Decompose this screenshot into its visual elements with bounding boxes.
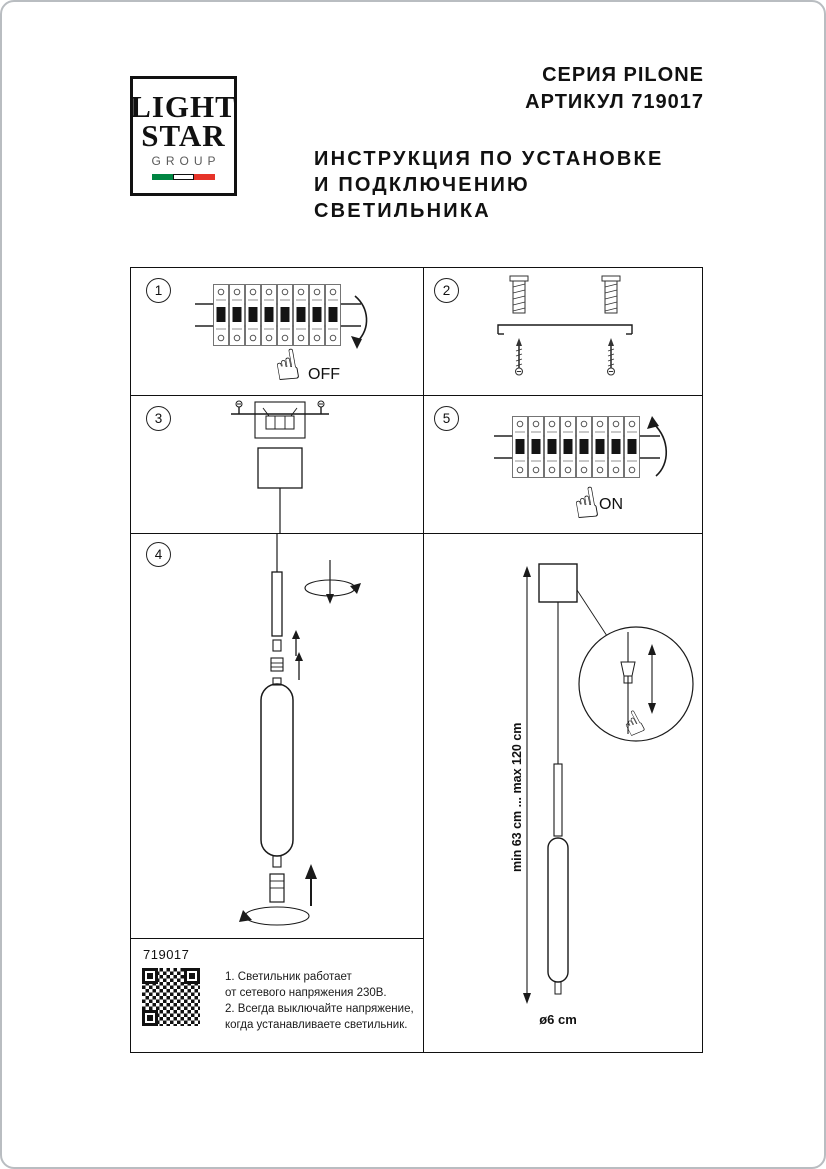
instruction-grid: 1 ☝ OFF 2 3 xyxy=(130,267,703,1053)
callout-leader-line xyxy=(576,589,610,640)
off-label: OFF xyxy=(308,366,340,383)
rotate-icon xyxy=(239,906,310,926)
arrow-up-down-icon xyxy=(648,644,656,714)
lamp-tip xyxy=(554,981,562,995)
step-4-cell: 4 xyxy=(131,534,423,938)
italian-flag-icon xyxy=(152,174,215,180)
instruction-title-line1: ИНСТРУКЦИЯ ПО УСТАНОВКЕ xyxy=(314,148,664,170)
step-1-cell: 1 ☝ OFF xyxy=(131,268,423,395)
wall-anchor-icon xyxy=(509,275,529,314)
footer-info-cell: 719017 1. Светильник работает от сетевог… xyxy=(131,939,423,1054)
connector-piece xyxy=(270,657,284,672)
article-number: АРТИКУЛ 719017 xyxy=(525,91,704,113)
lamp-tip xyxy=(272,855,282,868)
series-title: СЕРИЯ PILONE xyxy=(542,64,704,86)
glass-diffuser-drawing xyxy=(547,837,569,983)
on-label: ON xyxy=(599,496,623,513)
step-2-badge: 2 xyxy=(434,278,459,303)
mounting-bracket-drawing xyxy=(497,324,633,334)
arrow-up-icon xyxy=(305,864,317,906)
step-2-cell: 2 xyxy=(424,268,704,395)
note-line: от сетевого напряжения 230В. xyxy=(225,987,387,999)
qr-code xyxy=(142,968,200,1026)
usage-notes: 1. Светильник работает от сетевого напря… xyxy=(225,969,414,1033)
wall-anchor-icon xyxy=(601,275,621,314)
diameter-label: ø6 cm xyxy=(539,1012,577,1027)
grid-divider xyxy=(131,395,702,396)
hand-icon: ☝ xyxy=(569,477,603,530)
qr-finder xyxy=(142,1010,158,1026)
page-header: СЕРИЯ PILONE АРТИКУЛ 719017 ИНСТРУКЦИЯ П… xyxy=(314,62,704,224)
grid-divider xyxy=(131,938,423,939)
qr-finder xyxy=(142,968,158,984)
rotate-icon xyxy=(304,560,361,604)
terminal-block-icon xyxy=(262,407,298,430)
step-1-badge: 1 xyxy=(146,278,171,303)
circuit-breaker-off-drawing: ☝ xyxy=(131,268,368,392)
pendant-lamp-diagram: ☝ xyxy=(523,563,694,1004)
step-5-cell: 5 ☝ ON xyxy=(424,396,704,533)
grid-divider xyxy=(423,268,424,1052)
ceiling-mount-drawing xyxy=(231,400,329,533)
note-line: 2. Всегда выключайте напряжение, xyxy=(225,1003,414,1015)
note-line: когда устанавливаете светильник. xyxy=(225,1019,408,1031)
rod-drawing xyxy=(553,763,563,837)
mounting-bracket-drawing xyxy=(254,401,306,439)
wall-mounting-drawing xyxy=(497,275,633,376)
hand-icon: ☝ xyxy=(270,339,304,392)
screw-icon xyxy=(235,400,243,414)
arrow-up-icon xyxy=(292,630,300,656)
connector-piece xyxy=(272,639,282,652)
note-line: 1. Светильник работает xyxy=(225,971,352,983)
logo-group-text: GROUP xyxy=(151,154,221,168)
qr-finder xyxy=(184,968,200,984)
grid-divider xyxy=(131,533,702,534)
lightstar-logo: LIGHT STAR GROUP xyxy=(130,76,237,196)
circuit-breaker-on-drawing: ☝ xyxy=(424,396,667,530)
logo-light-text: LIGHT xyxy=(130,89,237,124)
lamp-diagram-cell: ☝ min 63 cm ... max 120 cm ø6 cm xyxy=(424,534,704,1054)
lamp-assembly-drawing xyxy=(239,534,361,926)
instruction-title-line2: И ПОДКЛЮЧЕНИЮ СВЕТИЛЬНИКА xyxy=(314,174,530,222)
canopy-drawing xyxy=(257,447,303,489)
canopy-drawing xyxy=(538,563,578,603)
detail-callout-circle: ☝ xyxy=(578,626,694,745)
lamp-neck xyxy=(272,677,282,686)
screw-icon xyxy=(606,337,616,376)
logo-star-text: STAR xyxy=(141,118,226,153)
step-3-badge: 3 xyxy=(146,406,171,431)
footer-article-number: 719017 xyxy=(143,947,190,962)
rod-drawing xyxy=(271,571,283,637)
height-dimension-label: min 63 cm ... max 120 cm xyxy=(510,722,524,872)
arrow-up-icon xyxy=(295,652,303,680)
glass-diffuser-drawing xyxy=(260,683,294,857)
screw-icon xyxy=(317,400,325,414)
height-dimension-line xyxy=(523,566,531,1004)
screw-icon xyxy=(514,337,524,376)
step-3-cell: 3 xyxy=(131,396,423,533)
step-4-badge: 4 xyxy=(146,542,171,567)
cable-lock-drawing xyxy=(620,661,636,677)
step-5-badge: 5 xyxy=(434,406,459,431)
